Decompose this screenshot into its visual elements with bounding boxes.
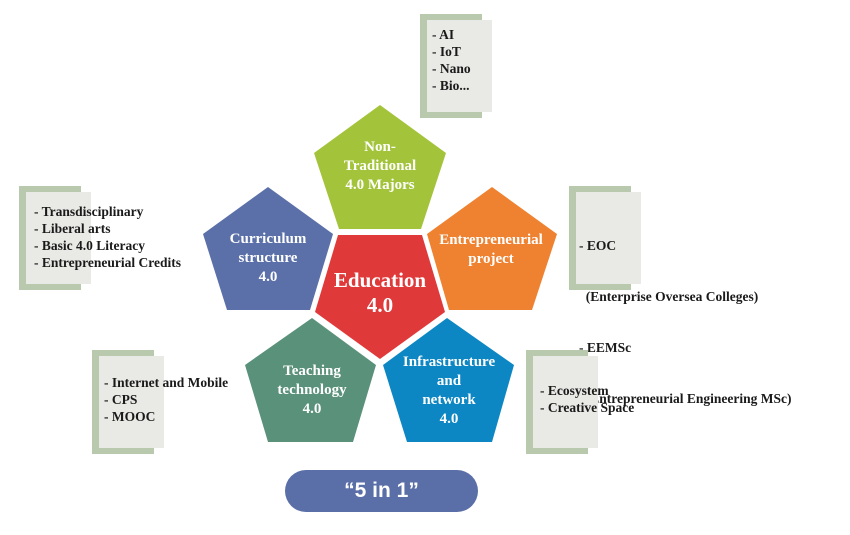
label-line: Entrepreneurial [439,232,543,248]
list-item: - Nano [432,61,471,76]
pentagon-education-center [315,235,445,359]
label-curriculum-structure: Curriculum structure 4.0 [230,230,307,287]
pentagon-infrastructure-network [383,318,514,442]
label-line: 4.0 [258,269,278,285]
label-line: 4.0 [302,401,322,417]
list-item: - Liberal arts [34,221,111,236]
curriculum-list: - Transdisciplinary - Liberal arts - Bas… [34,203,181,271]
box-card [26,192,91,284]
list-item: (Entrepreneurial Engineering MSc) [579,391,792,406]
label-line: Infrastructure [402,354,496,370]
list-item: - Basic 4.0 Literacy [34,238,145,253]
label-line: 4.0 [439,411,459,427]
list-item: - MOOC [104,409,156,424]
list-item: - CPS [104,392,138,407]
label-infrastructure-network: Infrastructure and network 4.0 [403,353,495,429]
label-entrepreneurial-project: Entrepreneurial project [439,231,543,269]
pentagon-curriculum-structure [203,187,333,310]
list-item: - IoT [432,44,461,59]
box-card [576,192,641,284]
label-teaching-technology: Teaching technology 4.0 [277,362,346,419]
pentagon-non-traditional-majors [314,105,446,229]
label-line: 4.0 Majors [345,177,415,193]
pentagon-teaching-technology [245,318,376,442]
label-line: project [468,251,514,267]
label-line: Non- [364,139,396,155]
list-item: - Transdisciplinary [34,204,144,219]
box-card [99,356,164,448]
label-education-center: Education 4.0 [334,268,426,318]
label-line: structure [238,250,298,266]
box-card [533,356,598,448]
label-line: network [422,392,476,408]
list-item: - Bio... [432,78,470,93]
majors-list: - AI - IoT - Nano - Bio... [432,26,471,94]
box-card [427,20,492,112]
list-item: - Ecosystem [540,383,609,398]
list-item: - AI [432,27,455,42]
entrepreneurial-list: - EOC (Enterprise Oversea Colleges) - EE… [579,203,792,441]
label-line: and [436,373,462,389]
list-item: - Entrepreneurial Credits [34,255,181,270]
pentagon-entrepreneurial-project [427,187,557,310]
label-line: 4.0 [366,293,394,317]
infrastructure-list: - Ecosystem - Creative Space [540,382,634,416]
list-item: - Internet and Mobile [104,375,229,390]
teaching-list: - Internet and Mobile - CPS - MOOC [104,374,228,425]
label-non-traditional-majors: Non- Traditional 4.0 Majors [344,138,416,195]
label-line: Teaching [283,363,341,379]
label-line: Traditional [343,158,417,174]
list-item: (Enterprise Oversea Colleges) [579,289,759,304]
label-line: Curriculum [229,231,307,247]
list-item: - Creative Space [540,400,635,415]
five-in-one-badge: “5 in 1” [285,470,478,512]
label-line: technology [277,382,347,398]
list-item: - EOC [579,238,617,253]
label-line: Education [333,268,427,292]
list-item: - EEMSc [579,340,632,355]
